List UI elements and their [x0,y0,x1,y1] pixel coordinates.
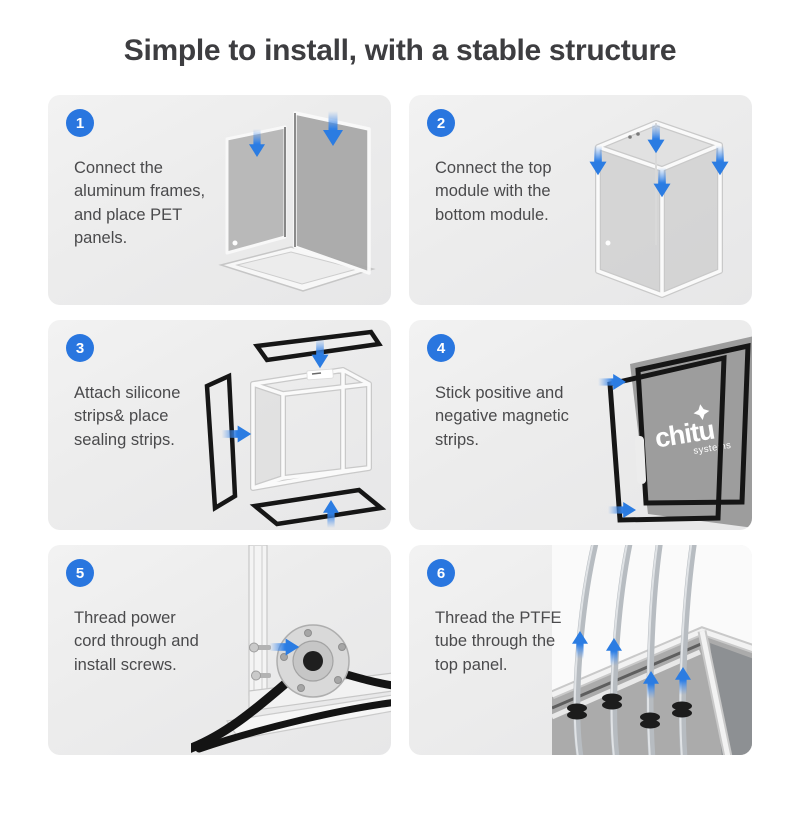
logo-sparkle-icon [693,404,710,421]
step-4-text: Stick positive and negative magnetic str… [435,384,569,449]
page-title: Simple to install, with a stable structu… [123,34,677,67]
step-5-illustration [191,545,391,753]
step-1-number: 1 [75,114,85,132]
step-6-illustration [552,545,752,755]
step-6-number: 6 [436,564,446,582]
step-1-illustration [218,111,376,292]
step-card-6: 6 Thread the PTFE tube through the top p… [409,545,752,755]
step-2-badge: 2 [427,109,455,137]
step-3-number: 3 [75,339,85,357]
sealing-strip-left [204,372,238,512]
step-card-1: 1 Connect the aluminum frames, and place… [48,95,391,305]
step-2-text: Connect the top module with the bottom m… [435,159,552,224]
thumbscrew [232,240,238,246]
sealing-strip-bottom [249,487,387,527]
step-5-number: 5 [75,564,85,582]
door-handle [634,435,647,484]
screw [249,642,271,653]
step-3-text: Attach silicone strips& place sealing st… [74,384,181,449]
corner-beam [699,630,731,755]
step-4-badge: 4 [427,334,455,362]
magnetic-strip-floating [607,354,727,523]
step-card-5: 5 Thread power cord through and install … [48,545,391,755]
sealing-strip-top [252,329,383,363]
thumbscrew [605,240,611,246]
step-1-badge: 1 [66,109,94,137]
silicone-strip [195,699,391,753]
step-card-4: 4 Stick positive and negative magnetic s… [409,320,752,530]
screw [251,670,271,681]
step-6-badge: 6 [427,559,455,587]
step-3-illustration [204,329,387,528]
step-2-number: 2 [436,114,446,132]
step-card-2: 2 Connect the top module with the bottom… [409,95,752,305]
label-sticker [306,368,334,381]
step-5-text: Thread power cord through and install sc… [74,609,199,674]
step-4-illustration: chitu systems [598,336,752,528]
step-3-badge: 3 [66,334,94,362]
tube-grommets [567,693,692,729]
step-5-badge: 5 [66,559,94,587]
step-1-text: Connect the aluminum frames, and place P… [74,159,206,248]
steps-grid: 1 Connect the aluminum frames, and place… [48,95,752,755]
step-6-text: Thread the PTFE tube through the top pan… [435,609,562,674]
step-2-illustration [589,120,729,298]
step-4-number: 4 [436,339,446,357]
step-card-3: 3 Attach silicone strips& place sealing … [48,320,391,530]
